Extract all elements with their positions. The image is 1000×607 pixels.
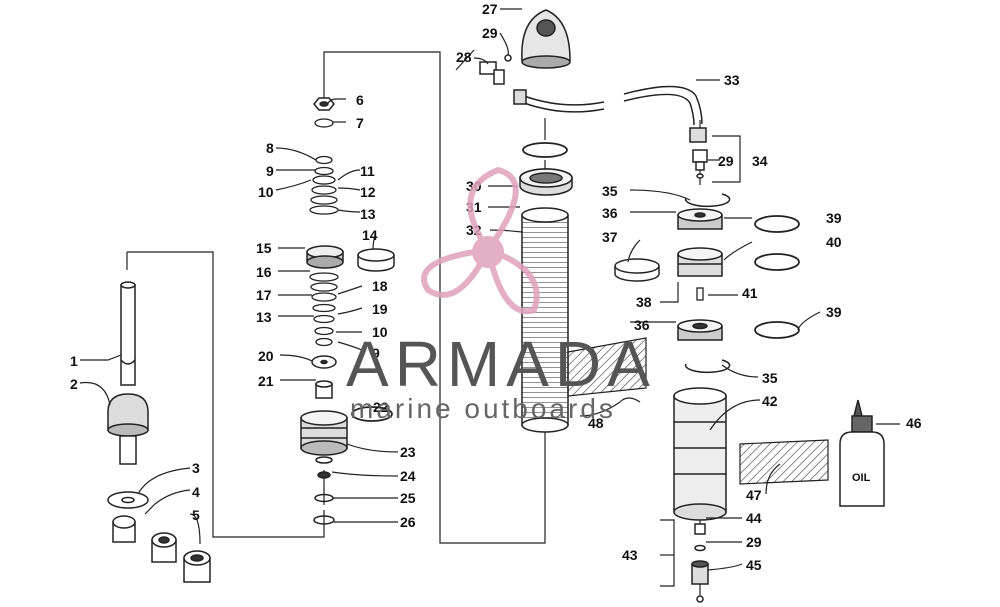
bushing-4-part	[112, 515, 177, 563]
piston-15-part	[306, 245, 344, 269]
callout-6: 6	[356, 92, 364, 108]
callout-13a: 13	[360, 206, 376, 222]
reservoir-cylinder-42	[673, 387, 727, 521]
callout-17: 17	[256, 287, 272, 303]
ring-14-part	[357, 248, 395, 272]
hose-part	[513, 89, 605, 113]
hatched-label-48	[567, 337, 647, 397]
callout-45: 45	[746, 557, 762, 573]
snap-ring-35b	[684, 359, 731, 374]
watermark-tagline: marine outboards	[350, 393, 616, 424]
callout-40: 40	[826, 234, 842, 250]
callout-16: 16	[256, 264, 272, 280]
callout-39b: 39	[826, 304, 842, 320]
callout-7: 7	[356, 115, 364, 131]
callout-4: 4	[192, 484, 200, 500]
o-rings-39-40	[754, 215, 800, 339]
fitting-34-part	[692, 149, 708, 179]
callout-29b: 29	[718, 153, 734, 169]
shaft-rod-part	[120, 281, 136, 386]
callout-11: 11	[360, 163, 375, 179]
callout-12: 12	[360, 184, 376, 200]
body-cylinder-32-part	[521, 207, 569, 433]
callout-48: 48	[588, 415, 604, 431]
callout-46: 46	[906, 415, 922, 431]
callout-38: 38	[636, 294, 652, 310]
callout-10a: 10	[258, 184, 274, 200]
reservoir-hose-33	[623, 85, 707, 143]
callout-9a: 9	[266, 163, 274, 179]
callout-10b: 10	[372, 324, 388, 340]
collar-31-part	[519, 168, 573, 196]
callout-3: 3	[192, 460, 200, 476]
callout-37: 37	[602, 229, 618, 245]
callout-22: 22	[373, 399, 389, 415]
callout-36b: 36	[634, 317, 650, 333]
callout-29c: 29	[746, 534, 762, 550]
callout-13b: 13	[256, 309, 272, 325]
callout-14: 14	[362, 227, 378, 243]
piston-38-part	[677, 247, 723, 277]
hatched-label-47	[739, 439, 829, 485]
callout-8: 8	[266, 140, 274, 156]
callout-44: 44	[746, 510, 762, 526]
callout-41: 41	[742, 285, 758, 301]
piston-36a-part	[677, 208, 723, 230]
washer-3-part	[107, 491, 149, 509]
callout-1: 1	[70, 353, 78, 369]
bushing-5-part	[183, 550, 211, 583]
seal-head-23-part	[300, 410, 348, 456]
callout-25: 25	[400, 490, 416, 506]
callout-15: 15	[256, 240, 272, 256]
callout-20: 20	[258, 348, 274, 364]
bushing-21-part	[315, 380, 333, 399]
fitting-28-29-part	[479, 54, 512, 85]
callout-42: 42	[762, 393, 778, 409]
eye-mount-27-part	[521, 9, 571, 69]
o-ring-30-part	[522, 142, 568, 158]
seal-22-part	[351, 406, 393, 422]
callout-35a: 35	[602, 183, 618, 199]
oil-bottle-46	[839, 399, 885, 507]
callout-43: 43	[622, 547, 638, 563]
oil-bottle-label: OIL	[852, 472, 871, 484]
callout-33: 33	[724, 72, 740, 88]
leader-lines	[79, 8, 900, 587]
callout-39a: 39	[826, 210, 842, 226]
washer-stack-upper	[309, 118, 339, 215]
callout-23: 23	[400, 444, 416, 460]
callout-29a: 29	[482, 25, 498, 41]
armada-watermark: ARMADA marine outboards	[346, 166, 656, 424]
callout-24: 24	[400, 468, 416, 484]
washer-stack-lower	[309, 272, 339, 347]
callout-2: 2	[70, 376, 78, 392]
callout-numbers: 1 2 3 4 5 6 7 8 9 10 11 12 13 14 15 16 1…	[70, 1, 922, 573]
callout-35b: 35	[762, 370, 778, 386]
callout-26: 26	[400, 514, 416, 530]
callout-27: 27	[482, 1, 498, 17]
callout-21: 21	[258, 373, 274, 389]
callout-47: 47	[746, 487, 762, 503]
callout-36a: 36	[602, 205, 618, 221]
piston-36b-part	[677, 319, 723, 341]
propeller-logo	[421, 166, 540, 315]
callout-28: 28	[456, 49, 472, 65]
band-37-part	[614, 258, 660, 282]
valve-cap-43-45	[691, 523, 709, 603]
eye-bushing-part	[107, 393, 149, 465]
callout-5: 5	[192, 507, 200, 523]
snap-ring-35a	[684, 193, 731, 208]
callout-19: 19	[372, 301, 388, 317]
callout-9b: 9	[372, 345, 380, 361]
callout-34: 34	[752, 153, 768, 169]
valve-41-part	[696, 287, 704, 301]
spacer-20-part	[311, 355, 337, 369]
callout-18: 18	[372, 278, 388, 294]
watermark-brand-name: ARMADA	[346, 328, 656, 400]
